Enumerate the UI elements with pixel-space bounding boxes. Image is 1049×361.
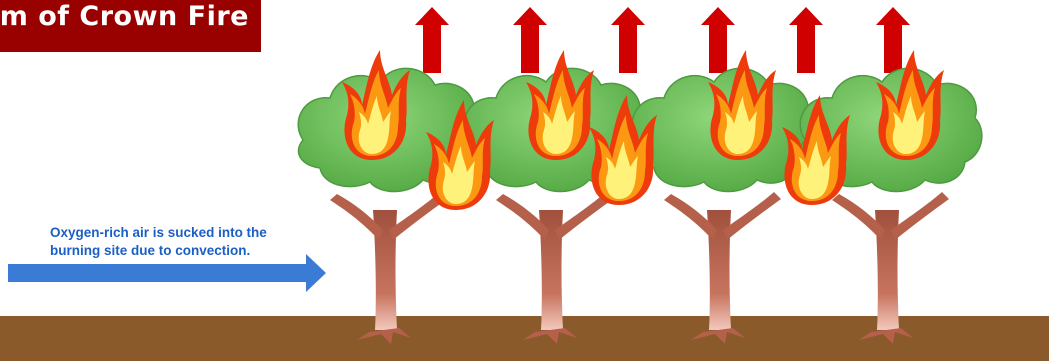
convection-caption: Oxygen-rich air is sucked into the burni… [50, 225, 267, 258]
up-arrow-icon [611, 7, 645, 73]
up-arrow-icon [415, 7, 449, 73]
up-arrow-icon [789, 7, 823, 73]
title-banner: m of Crown Fire [0, 0, 261, 52]
ground [0, 316, 1049, 361]
up-arrow-icon [701, 7, 735, 73]
flame-icon [342, 50, 410, 160]
up-arrow-icon [876, 7, 910, 73]
right-arrow-icon [8, 254, 326, 292]
diagram-title: m of Crown Fire [0, 1, 249, 32]
up-arrow-icon [513, 7, 547, 73]
